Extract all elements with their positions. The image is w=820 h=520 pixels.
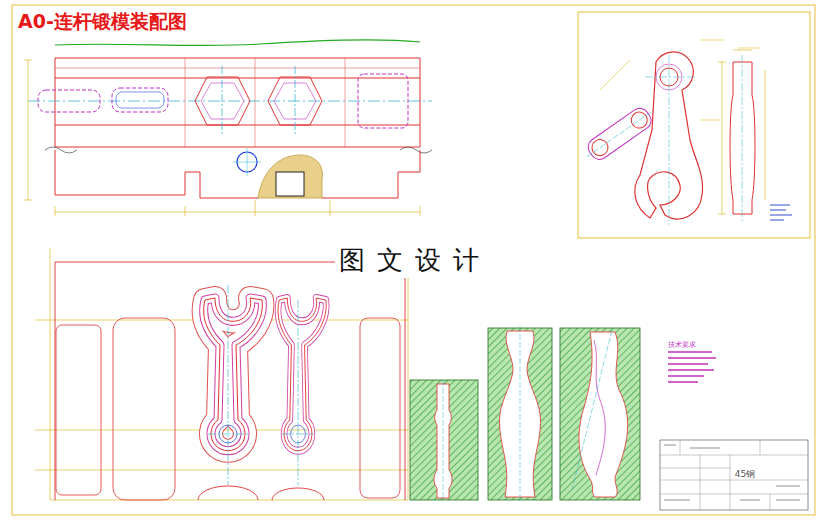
drawing-stroke [278,298,326,451]
drawing-stroke [660,440,808,510]
drawing-stroke [56,325,101,495]
drawing-stroke [600,40,760,120]
drawing-stroke [208,285,314,485]
drawing-stroke [55,40,420,46]
drawing-stroke [204,298,263,451]
forging-drawing [578,12,810,238]
drawing-stroke [410,380,478,500]
drawing-stroke [112,88,168,112]
drawing-stroke [45,147,432,153]
drawing-stroke [572,330,612,490]
drawing-stroke [560,328,640,500]
drawing-stroke [360,318,400,498]
drawing-stroke [730,62,755,214]
drawing-stroke [664,445,800,500]
drawing-stroke [195,77,250,125]
material-cell: 45钢 [735,468,755,481]
section-views [410,326,640,500]
drawing-stroke [660,440,808,510]
drawing-stroke [198,486,324,500]
drawing-stroke [12,5,815,515]
drawing-stroke [55,200,420,216]
die-impression-view [35,248,408,500]
drawing-stroke [579,332,628,497]
drawing-stroke [770,205,792,220]
sheet-border [12,5,815,515]
drawing-stroke [587,110,654,157]
drawing-stroke [443,380,444,500]
drawing-stroke [278,298,326,451]
drawing-stroke [204,298,263,451]
drawing-stroke [358,74,408,128]
note-heading: 技术要求 [668,340,696,350]
drawing-stroke [668,352,716,382]
drawing-stroke [55,150,420,198]
sheet-title: A0-连杆锻模装配图 [18,9,187,35]
drawing-stroke [594,340,605,475]
drawing-stroke [35,248,408,500]
drawing-stroke [204,298,263,451]
drawing-stroke [520,326,521,500]
drawing-stroke [204,298,263,451]
drawing-stroke [55,58,420,147]
drawing-stroke [24,60,32,200]
drawing-stroke [113,318,175,500]
watermark: 图 文 设 计 [335,243,486,278]
drawing-stroke [258,155,323,198]
drawing-stroke [585,105,655,163]
drawing-stroke [116,92,164,108]
drawing-stroke [276,172,304,196]
drawing-stroke [204,298,263,451]
drawing-stroke [718,50,765,214]
drawing-stroke [278,298,326,451]
drawing-stroke [742,55,743,222]
drawing-stroke [38,90,100,112]
drawing-stroke [581,101,661,166]
drawing-stroke [645,55,695,225]
drawing-stroke [578,12,810,238]
drawing-stroke [233,148,261,176]
drawing-stroke [55,262,405,500]
die-plan-view [24,40,432,216]
notes-and-title-block [660,352,808,510]
drawing-stroke [204,298,263,451]
drawing-stroke [28,101,432,102]
drawing-stroke [222,66,295,136]
drawing-stroke [55,58,420,147]
drawing-stroke [201,83,244,119]
drawing-stroke [278,298,326,451]
